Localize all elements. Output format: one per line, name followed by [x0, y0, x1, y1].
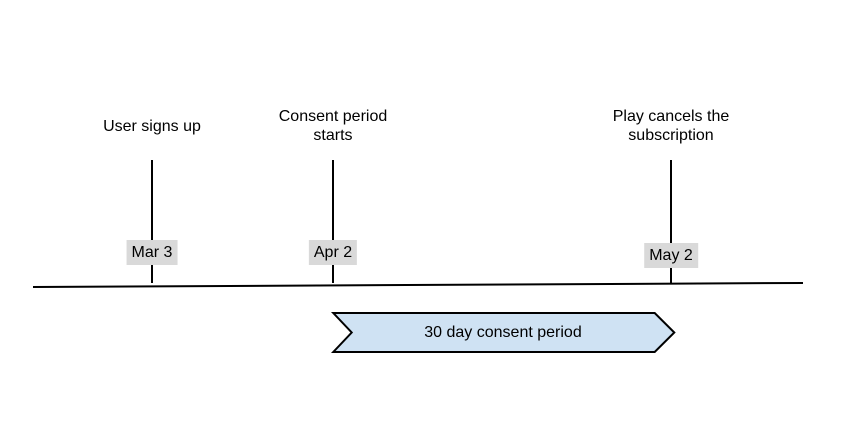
event-title: Consent period starts [278, 108, 388, 144]
event-title: User signs up [103, 117, 201, 135]
event-title: Play cancels the subscription [612, 108, 730, 144]
timeline-tick [670, 160, 672, 283]
date-badge: Mar 3 [126, 240, 178, 265]
consent-period-banner-label: 30 day consent period [424, 323, 582, 341]
timeline-axis [32, 281, 803, 288]
timeline-tick [332, 160, 334, 283]
timeline-tick [151, 160, 153, 283]
chevron-arrow-shape [330, 312, 676, 353]
date-badge: Apr 2 [308, 240, 358, 265]
date-badge: May 2 [644, 243, 698, 268]
consent-period-banner-shape [330, 312, 676, 353]
